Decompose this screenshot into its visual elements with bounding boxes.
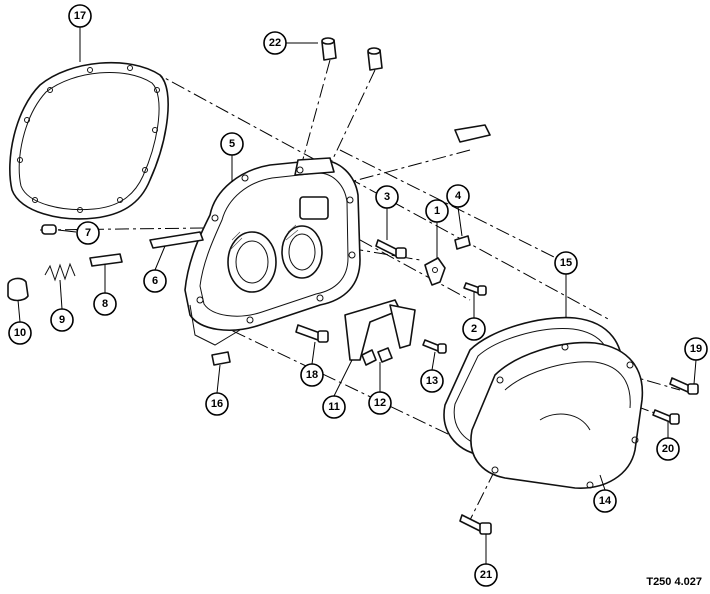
svg-text:6: 6 (152, 275, 158, 287)
callout-3: 3 (375, 185, 399, 209)
callout-4: 4 (446, 184, 470, 208)
svg-text:22: 22 (269, 37, 281, 49)
callout-7: 7 (76, 221, 100, 245)
callout-16: 16 (205, 392, 229, 416)
leader-lines (17, 27, 697, 564)
svg-text:19: 19 (690, 343, 702, 355)
callout-21: 21 (474, 563, 498, 587)
callout-17: 17 (68, 4, 92, 28)
plugs-and-pins (7, 37, 491, 366)
callout-2: 2 (462, 317, 486, 341)
callout-9: 9 (50, 308, 74, 332)
callout-11: 11 (322, 395, 346, 419)
svg-text:17: 17 (74, 10, 86, 22)
svg-text:18: 18 (306, 369, 318, 381)
callout-13: 13 (420, 369, 444, 393)
callout-14: 14 (593, 489, 617, 513)
levers-and-brackets (344, 257, 446, 366)
svg-text:14: 14 (599, 495, 612, 507)
callout-12: 12 (368, 391, 392, 415)
svg-text:3: 3 (384, 191, 390, 203)
svg-text:10: 10 (14, 327, 26, 339)
gasket-large (9, 61, 169, 220)
svg-text:9: 9 (59, 314, 65, 326)
svg-text:12: 12 (374, 397, 386, 409)
callout-15: 15 (554, 251, 578, 275)
svg-text:5: 5 (229, 138, 235, 150)
svg-text:13: 13 (426, 375, 438, 387)
svg-text:4: 4 (455, 190, 462, 202)
svg-text:1: 1 (434, 205, 440, 217)
callout-22: 22 (263, 31, 287, 55)
svg-text:7: 7 (85, 227, 91, 239)
svg-text:11: 11 (328, 401, 340, 413)
callout-8: 8 (93, 292, 117, 316)
svg-text:20: 20 (662, 443, 674, 455)
callout-20: 20 (656, 437, 680, 461)
callout-19: 19 (684, 337, 708, 361)
callout-10: 10 (8, 321, 32, 345)
callout-1: 1 (425, 199, 449, 223)
callout-18: 18 (300, 363, 324, 387)
svg-text:21: 21 (480, 569, 492, 581)
svg-text:8: 8 (102, 298, 108, 310)
callout-5: 5 (220, 132, 244, 156)
figure-code: T250 4.027 (646, 576, 702, 588)
callout-6: 6 (143, 269, 167, 293)
svg-text:16: 16 (211, 398, 223, 410)
svg-text:15: 15 (560, 257, 572, 269)
svg-text:2: 2 (471, 323, 477, 335)
case-cover (184, 157, 361, 346)
bolts (295, 239, 699, 535)
outer-cover (470, 341, 644, 489)
